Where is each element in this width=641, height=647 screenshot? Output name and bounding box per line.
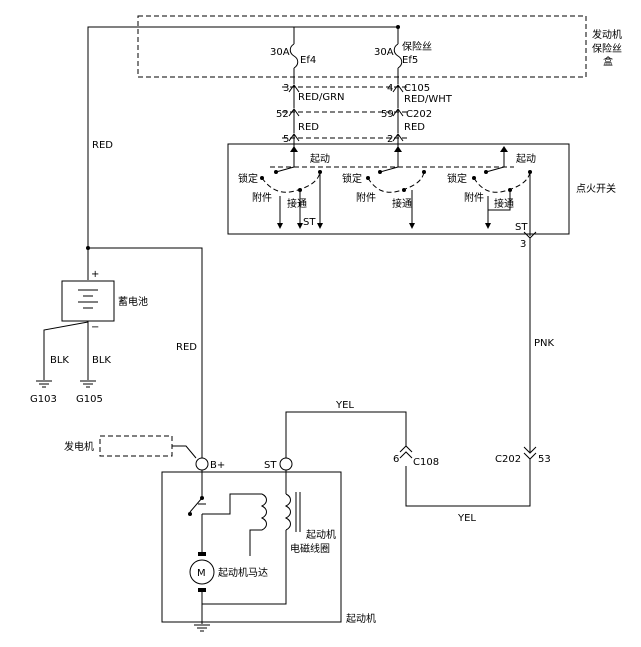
c202-pin-53-top — [523, 446, 537, 454]
pin-3b-label: 3 — [520, 239, 526, 250]
switch-3-acc: 附件 — [464, 191, 484, 204]
wire-red-grn-label: RED/GRN — [298, 92, 345, 103]
wire-yel-lower — [405, 459, 531, 507]
switch-1-lock: 锁定 — [238, 172, 258, 185]
solenoid-label-1: 起动机 — [306, 528, 336, 541]
arrow-c-head — [500, 146, 508, 152]
switch-3-blade — [485, 166, 505, 173]
ground-wire-g103 — [43, 321, 89, 380]
solenoid-coil-2 — [284, 493, 291, 531]
fuse-box-outline — [137, 15, 587, 78]
pin-59-label: 59 — [381, 109, 394, 120]
fuse-box-label-3: 盒 — [603, 55, 613, 68]
fuse-box-label-2: 保险丝 — [592, 42, 622, 55]
ground-g105-label: G105 — [76, 394, 103, 405]
feed-node — [396, 25, 400, 29]
ground-g103-symbol — [36, 380, 52, 388]
fuse-box-label-1: 发动机 — [592, 28, 622, 41]
wire-yel-upper — [285, 411, 407, 458]
switch-3-arc — [473, 171, 531, 193]
fuse-ef5 — [393, 43, 403, 69]
starter-label: 起动机 — [346, 612, 376, 625]
wire-red-starter-label: RED — [176, 342, 197, 353]
c108-pin-top — [399, 445, 413, 453]
switch-1-acc: 附件 — [252, 191, 272, 204]
pin-4-label: 4 — [387, 83, 393, 94]
arrow-a-head — [290, 146, 298, 152]
switch-1-on: 接通 — [287, 197, 307, 210]
pin-53-label: 53 — [538, 454, 551, 465]
starter-contact — [189, 497, 203, 513]
coil-2-ground — [202, 530, 287, 605]
motor-symbol: M — [197, 568, 206, 579]
ground-g105-wire-label: BLK — [92, 355, 111, 366]
generator-box — [99, 435, 173, 457]
c108-pin-bottom — [399, 451, 413, 459]
battery-plus: + — [91, 269, 99, 280]
switch-1-blade — [275, 166, 295, 173]
wire-yel-lower-label: YEL — [457, 513, 476, 524]
fuse-ef4-name: Ef4 — [300, 55, 316, 66]
switch-2-blade — [379, 166, 399, 173]
pin-2-label: 2 — [387, 134, 393, 145]
starter-motor — [189, 559, 215, 585]
st-terminal — [279, 457, 293, 471]
pin-52-label: 52 — [276, 109, 289, 120]
battery-symbol — [61, 280, 115, 322]
switch-3-st: ST — [515, 222, 528, 233]
c105-label: C105 — [404, 83, 430, 94]
pin-3-label: 3 — [283, 83, 289, 94]
battery-label: 蓄电池 — [118, 295, 148, 308]
solenoid-label-2: 电磁线圈 — [290, 542, 330, 555]
switch-2-acc: 附件 — [356, 191, 376, 204]
fuse-ef5-rating: 30A — [374, 47, 394, 58]
c202-label-top: C202 — [406, 109, 432, 120]
arrow-b-head — [394, 146, 402, 152]
wire-red-wht-label: RED/WHT — [404, 94, 453, 105]
fuse-ef4-rating: 30A — [270, 47, 290, 58]
coil-1-out — [249, 529, 262, 556]
b-plus-label: B+ — [210, 460, 225, 471]
switch-start-label-2: 起动 — [516, 153, 536, 165]
ground-g105-symbol — [80, 380, 96, 388]
generator-label: 发电机 — [64, 440, 94, 453]
generator-wire — [172, 445, 197, 459]
main-feed-wire — [87, 26, 399, 248]
pin-6-label: 6 — [393, 454, 399, 465]
c108-label: C108 — [413, 457, 439, 468]
solenoid-pull-wire — [202, 493, 262, 515]
c202-pin-53-bottom — [523, 452, 537, 460]
solenoid-coil-1 — [260, 493, 267, 531]
wire-pnk-label: PNK — [534, 338, 555, 349]
switch-2-lock: 锁定 — [342, 172, 362, 185]
switch-3-on: 接通 — [494, 197, 514, 210]
starter-ground-symbol — [194, 624, 210, 632]
motor-label: 起动机马达 — [218, 566, 268, 579]
b-plus-terminal — [195, 457, 209, 471]
switch-start-label-1: 起动 — [310, 153, 330, 165]
wire-red-main-label: RED — [92, 140, 113, 151]
switch-3-out-b — [488, 190, 511, 211]
ground-g103-wire-label: BLK — [50, 355, 69, 366]
ground-g103-label: G103 — [30, 394, 57, 405]
battery-minus: − — [91, 322, 99, 333]
fuse-ef5-code: Ef5 — [402, 55, 418, 66]
fuse-ef4 — [289, 43, 299, 69]
switch-1-arc — [261, 171, 321, 193]
pin-5-label: 5 — [283, 134, 289, 145]
switch-2-on: 接通 — [392, 197, 412, 210]
switch-3-lock: 锁定 — [447, 172, 467, 185]
wire-red-starter — [88, 247, 203, 458]
ignition-switch-label: 点火开关 — [576, 182, 616, 195]
switch-2-arc — [367, 171, 425, 193]
switch-1-st: ST — [303, 217, 316, 228]
wire-yel-upper-label: YEL — [335, 400, 354, 411]
starter-box — [161, 471, 342, 623]
st-label: ST — [264, 460, 277, 471]
fuse-ef5-name: 保险丝 — [402, 40, 432, 53]
wire-red-a-label: RED — [298, 122, 319, 133]
c202-label-bottom: C202 — [495, 454, 521, 465]
wire-red-b-label: RED — [404, 122, 425, 133]
